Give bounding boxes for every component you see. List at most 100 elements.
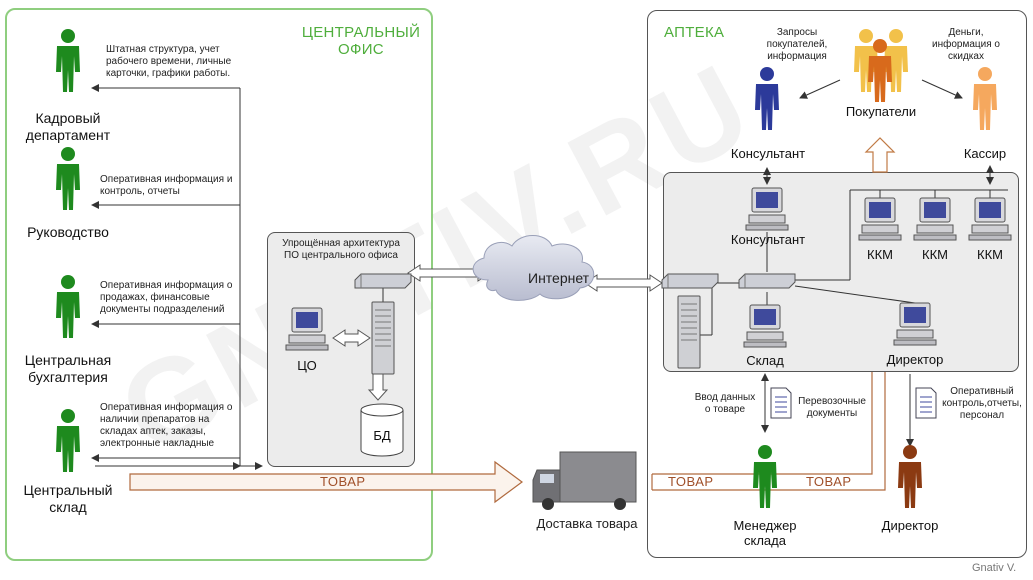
switch-icon [354, 273, 412, 289]
note-line: информация о [932, 39, 1000, 50]
switch-icon [738, 273, 796, 289]
role-warehouse-label: Центральный склад [12, 482, 124, 516]
note-line: информация [767, 51, 827, 62]
director-label: Директор [881, 518, 939, 533]
money-note: Деньги, информация о скидках [924, 27, 1008, 63]
goods-label-central: ТОВАР [320, 474, 366, 489]
note-line: покупателей, [766, 39, 828, 50]
sales-up-arrow [864, 137, 896, 173]
arch-line1: Упрощённая архитектура [282, 238, 400, 249]
role-warehouse-line2: склад [49, 499, 87, 515]
note-line: Запросы [776, 27, 818, 38]
role-warehouse-note: Оперативная информация о наличии препара… [100, 402, 240, 450]
computer-icon [285, 307, 329, 351]
internet-label: Интернет [528, 270, 590, 286]
role-hr-line1: Кадровый [35, 110, 101, 126]
role-warehouse-line1: Центральный [23, 482, 113, 498]
arch-line2: ПО центрального офиса [284, 250, 398, 261]
role-management-label: Руководство [12, 224, 124, 241]
kkm-label-3: ККМ [977, 247, 1003, 262]
central-office-panel [5, 8, 433, 561]
kkm-label-1: ККМ [867, 247, 893, 262]
consultant-pc-label: Консультант [730, 232, 806, 247]
delivery-label: Доставка товара [536, 516, 638, 531]
computer-icon [913, 197, 957, 241]
cloud-icon [472, 235, 595, 301]
note-line: складах аптек, заказы, [100, 426, 206, 437]
database-icon [360, 403, 404, 457]
note-line: карточки, графики работы. [106, 68, 231, 79]
control-note: Оперативный контроль,отчеты, персонал [938, 386, 1026, 422]
role-accounting-note: Оперативная информация о продажах, финан… [100, 280, 240, 316]
computer-icon [858, 197, 902, 241]
central-office-title: ЦЕНТРАЛЬНЫЙ ОФИС [296, 24, 426, 58]
requests-note: Запросы покупателей, информация [760, 27, 834, 63]
role-accounting-line1: Центральная [24, 352, 112, 368]
consultant-label: Консультант [730, 146, 806, 161]
note-line: скидках [948, 51, 984, 62]
note-line: Штатная структура, учет [106, 44, 220, 55]
document-icon [915, 387, 937, 419]
note-line: Оперативная информация и [100, 174, 233, 185]
note-line: документы [806, 408, 858, 419]
server-icon [677, 295, 701, 369]
note-line: персонал [959, 410, 1005, 421]
goods-label-pharmacy-1: ТОВАР [668, 474, 714, 489]
note-line: электронные накладные [100, 438, 215, 449]
co-label: ЦО [297, 358, 317, 373]
role-hr-line2: департамент [25, 127, 111, 143]
director-pc-label: Директор [886, 352, 944, 367]
author-credit: Gnativ V. [972, 562, 1017, 574]
goods-flow-pharmacy [651, 372, 886, 491]
central-office-arrows [91, 84, 263, 470]
manager-label-line1: Менеджер [733, 518, 797, 533]
note-line: контроль,отчеты, [942, 398, 1022, 409]
central-office-title-line2: ОФИС [338, 41, 384, 58]
goods-label-pharmacy-2: ТОВАР [806, 474, 852, 489]
computer-icon [745, 187, 789, 231]
server-icon [371, 301, 395, 375]
computer-icon [968, 197, 1012, 241]
computer-icon [743, 304, 787, 348]
note-line: контроль, отчеты [100, 186, 180, 197]
role-hr-label: Кадровый департамент [12, 110, 124, 144]
document-icon [770, 387, 792, 419]
warehouse-pc-label: Склад [746, 353, 784, 368]
note-line: наличии препаратов на [100, 414, 210, 425]
db-label: БД [373, 428, 391, 443]
note-line: Оперативная информация о [100, 402, 233, 413]
role-accounting-label: Центральная бухгалтерия [12, 352, 124, 386]
cashier-label: Кассир [963, 146, 1007, 161]
goods-flow-central [129, 460, 524, 504]
note-line: Ввод данных [694, 392, 756, 403]
arch-links [332, 288, 389, 401]
role-hr-note: Штатная структура, учет рабочего времени… [106, 44, 246, 80]
customers-label: Покупатели [845, 104, 917, 119]
data-entry-note: Ввод данных о товаре [688, 392, 762, 416]
computer-icon [893, 302, 937, 346]
central-office-title-line1: ЦЕНТРАЛЬНЫЙ [301, 24, 421, 41]
role-management-note: Оперативная информация и контроль, отчет… [100, 174, 240, 198]
pharmacy-network-box [663, 172, 1019, 372]
architecture-caption: Упрощённая архитектура ПО центрального о… [270, 238, 412, 262]
pharmacy-title: АПТЕКА [664, 24, 725, 41]
switch-icon [661, 273, 719, 289]
role-accounting-line2: бухгалтерия [28, 369, 108, 385]
note-line: документы подразделений [100, 304, 225, 315]
pharmacy-arrows [761, 79, 994, 447]
note-line: продажах, финансовые [100, 292, 210, 303]
note-line: о товаре [704, 404, 746, 415]
note-line: Оперативный [950, 386, 1014, 397]
waybills-note: Перевозочные документы [792, 396, 872, 420]
note-line: Перевозочные [798, 396, 866, 407]
role-management-line1: Руководство [27, 224, 109, 240]
manager-label: Менеджер склада [715, 518, 815, 548]
manager-label-line2: склада [744, 533, 786, 548]
kkm-label-2: ККМ [922, 247, 948, 262]
internet-links [407, 264, 663, 292]
truck-icon [532, 451, 637, 510]
note-line: Деньги, [948, 27, 984, 38]
note-line: Оперативная информация о [100, 280, 233, 291]
